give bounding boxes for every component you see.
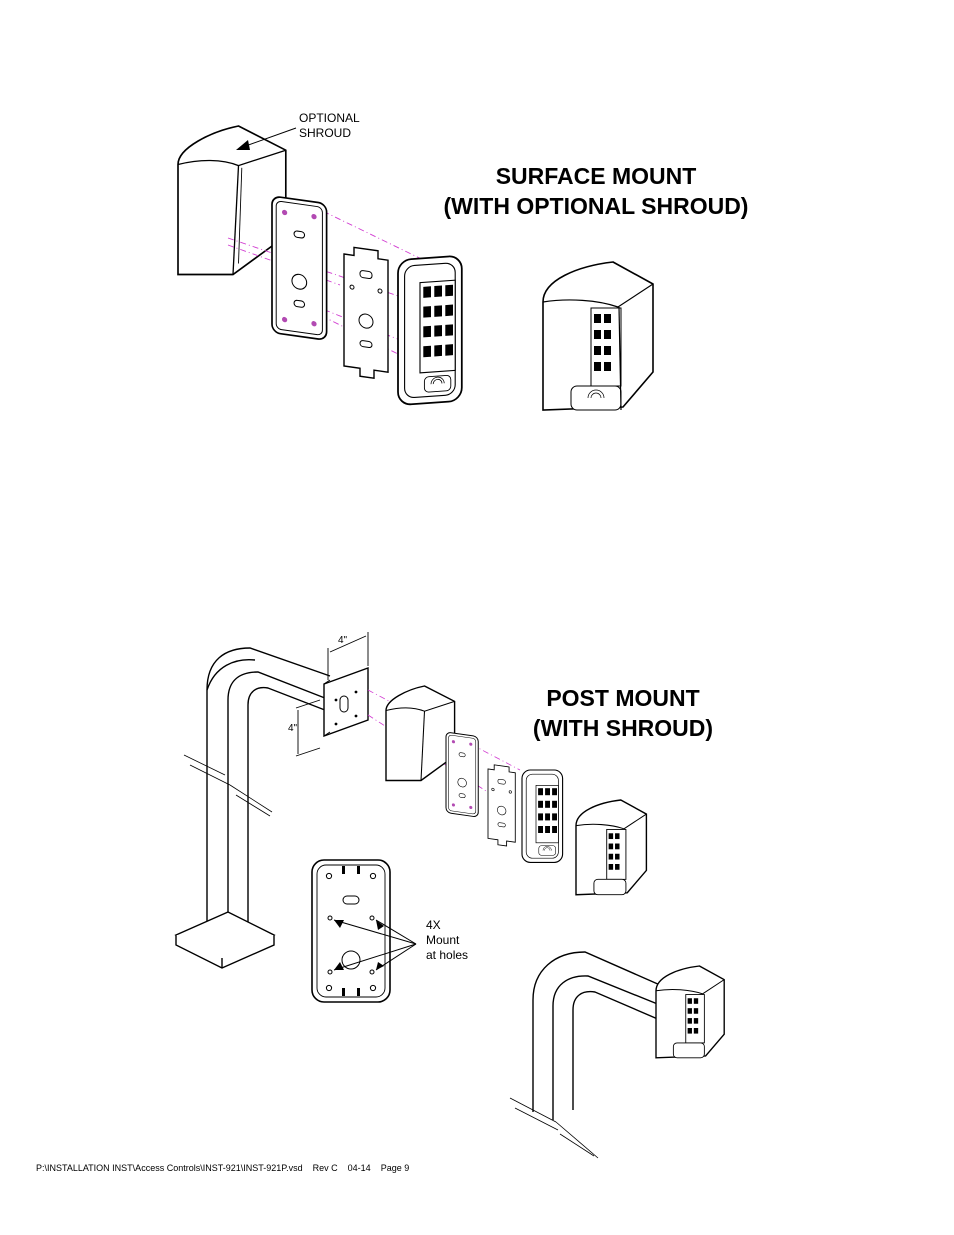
footer-date: 04-14 [347,1163,371,1173]
back-plate [271,195,328,342]
final-gooseneck-assembly [532,951,661,1120]
mounting-bracket [343,245,389,381]
post-bracket [487,763,516,848]
post-keypad-unit [521,769,564,863]
callout-line: Mount [426,933,460,947]
post-shroud-part [385,685,456,782]
dimension-height-label: 4" [288,723,298,734]
page-footer: P:\INSTALLATION INST\Access Controls\INS… [36,1163,409,1173]
back-plate-hole-detail [311,859,391,1003]
footer-revision: Rev C [312,1163,338,1173]
post-base [174,911,276,969]
post-mount-assembly [174,632,725,1159]
post-mount-title: POST MOUNT (WITH SHROUD) [516,683,730,743]
footer-file-path: P:\INSTALLATION INST\Access Controls\INS… [36,1163,303,1173]
hole-callout-arrows [333,919,417,971]
mount-holes-callout: 4X Mount at holes [426,918,468,963]
callout-line: OPTIONAL [299,111,360,125]
title-line: (WITH OPTIONAL SHROUD) [443,193,749,219]
callout-line: 4X [426,918,441,932]
title-line: SURFACE MOUNT [495,163,697,189]
callout-line: at holes [426,948,469,962]
callout-line: SHROUD [299,126,352,140]
footer-page-number: Page 9 [380,1163,410,1173]
optional-shroud-callout: OPTIONAL SHROUD [299,111,360,141]
post-mounting-plate [323,667,369,737]
post-break-lines [183,754,273,817]
surface-mount-title: SURFACE MOUNT (WITH OPTIONAL SHROUD) [420,161,772,221]
final-assembled-unit [655,965,725,1059]
post-assembled-unit [575,799,648,896]
title-line: (WITH SHROUD) [532,715,714,741]
keypad-unit [397,254,463,407]
title-line: POST MOUNT [546,685,700,711]
post-back-plate [445,731,479,818]
gooseneck-post [206,647,331,940]
assembled-keypad-with-shroud [542,261,654,411]
dimension-width-label: 4" [338,635,348,646]
dimension-lines [295,632,369,757]
surface-mount-assembly [177,125,654,411]
